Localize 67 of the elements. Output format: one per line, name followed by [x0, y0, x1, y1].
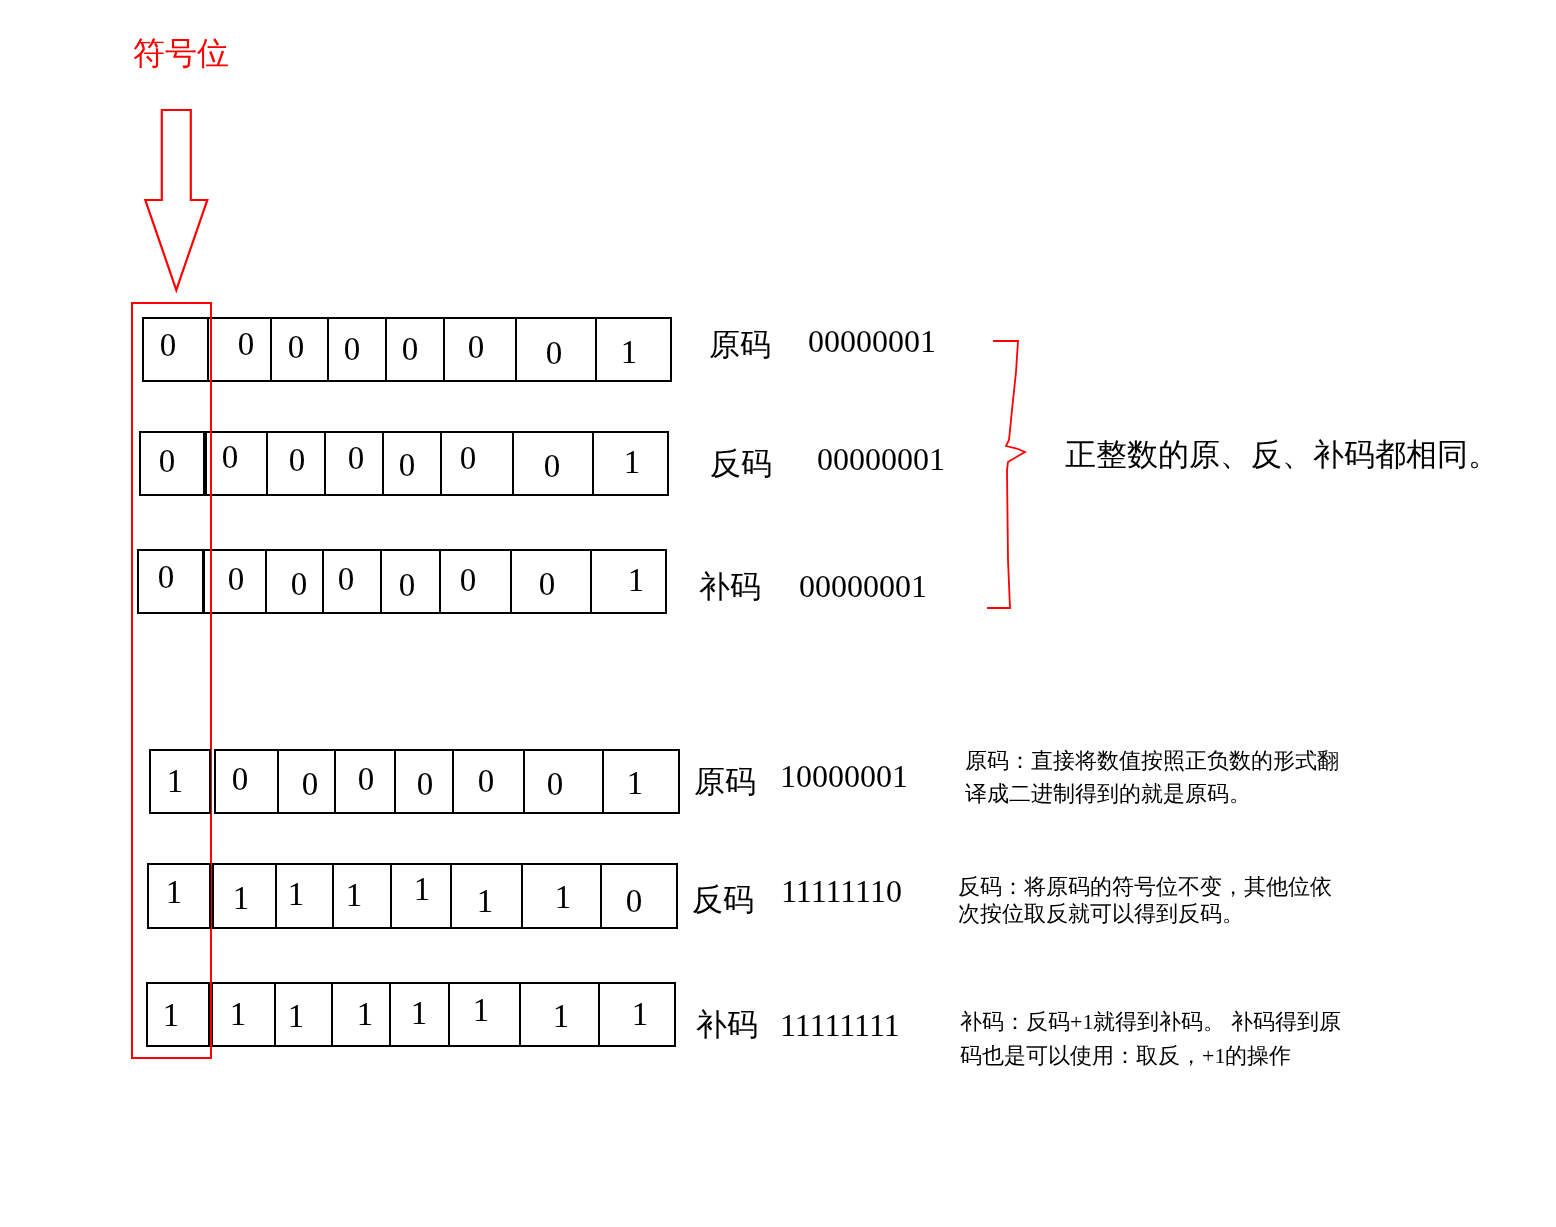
bit-cell: 1 — [592, 431, 669, 496]
code-label: 补码 — [696, 1009, 758, 1040]
bit-cell: 0 — [324, 431, 384, 496]
note-text: 正整数的原、反、补码都相同。 — [1065, 439, 1499, 470]
binary-value: 11111111 — [780, 1009, 900, 1041]
bit-cell: 1 — [521, 863, 602, 929]
bit-cell: 0 — [266, 431, 326, 496]
bit-cell: 1 — [448, 982, 521, 1047]
callout-label: 符号位 — [133, 37, 229, 69]
bit-cell: 1 — [212, 863, 277, 929]
binary-value: 00000001 — [808, 325, 936, 357]
bit-cell: 1 — [389, 982, 450, 1047]
bit-cell: 0 — [205, 431, 268, 496]
bit-cell: 0 — [385, 317, 445, 382]
bit-cell: 1 — [211, 982, 276, 1047]
bit-cell: 0 — [443, 317, 517, 382]
bit-cell: 1 — [598, 982, 676, 1047]
bit-cell: 0 — [277, 749, 336, 814]
bit-cell: 0 — [523, 749, 604, 814]
bit-cell: 0 — [334, 749, 396, 814]
bit-cell: 1 — [274, 982, 333, 1047]
bit-cell: 0 — [510, 549, 592, 614]
bit-cell: 0 — [394, 749, 454, 814]
highlight-frame — [131, 302, 212, 1059]
bit-cell: 1 — [595, 317, 672, 382]
bit-cell: 0 — [265, 549, 324, 614]
binary-value: 10000001 — [780, 760, 908, 792]
bit-cell: 0 — [322, 549, 382, 614]
bit-cell: 0 — [439, 549, 512, 614]
bit-cell: 1 — [519, 982, 600, 1047]
bit-cell: 1 — [390, 863, 452, 929]
binary-value: 00000001 — [817, 443, 945, 475]
bit-cell: 0 — [137, 549, 204, 614]
bit-cell: 0 — [203, 549, 267, 614]
bit-cell: 0 — [512, 431, 594, 496]
bit-cell: 0 — [214, 749, 279, 814]
bit-cell: 1 — [590, 549, 667, 614]
bit-cell: 0 — [452, 749, 525, 814]
block-arrow — [143, 108, 209, 294]
bit-cell: 1 — [332, 863, 392, 929]
bit-cell: 0 — [380, 549, 441, 614]
binary-value: 00000001 — [799, 570, 927, 602]
bit-cell: 1 — [149, 749, 211, 814]
description-text: 补码：反码+1就得到补码。 补码得到原码也是可以使用：取反，+1的操作 — [960, 1008, 1342, 1070]
description-text: 原码：直接将数值按照正负数的形式翻译成二进制得到的就是原码。 — [965, 747, 1340, 808]
bit-cell: 0 — [440, 431, 514, 496]
bit-cell: 1 — [275, 863, 334, 929]
bit-cell: 0 — [382, 431, 442, 496]
bit-cell: 0 — [142, 317, 209, 382]
binary-value: 11111110 — [781, 875, 902, 907]
bit-cell: 0 — [270, 317, 329, 382]
description-text: 反码：将原码的符号位不变，其他位依次按位取反就可以得到反码。 — [958, 873, 1333, 927]
code-label: 原码 — [709, 329, 771, 360]
bit-cell: 1 — [146, 982, 210, 1047]
code-label: 补码 — [699, 571, 761, 602]
bit-cell: 0 — [207, 317, 272, 382]
bit-cell: 0 — [600, 863, 678, 929]
bit-cell: 1 — [147, 863, 211, 929]
code-label: 原码 — [694, 766, 756, 797]
code-label: 反码 — [710, 448, 772, 479]
bit-cell: 0 — [327, 317, 387, 382]
bit-cell: 1 — [450, 863, 523, 929]
bit-cell: 0 — [139, 431, 205, 496]
bit-cell: 1 — [602, 749, 680, 814]
bit-cell: 1 — [331, 982, 391, 1047]
code-label: 反码 — [692, 884, 754, 915]
bit-cell: 0 — [515, 317, 597, 382]
